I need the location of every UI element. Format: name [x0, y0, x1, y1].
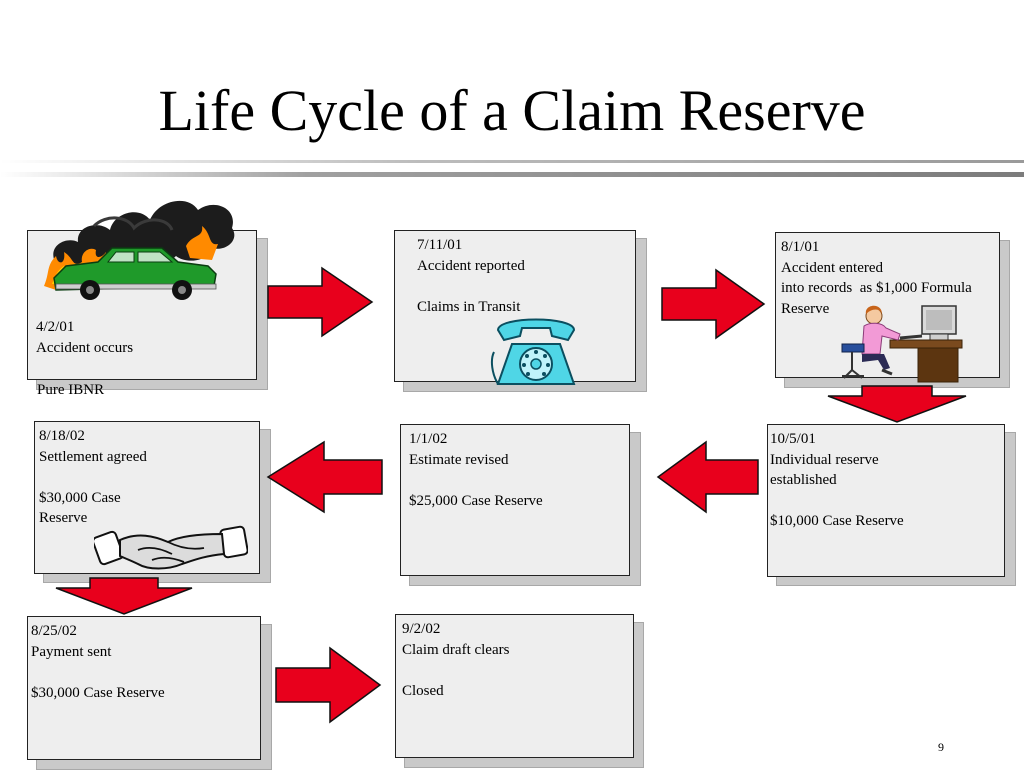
page-number: 9 — [938, 740, 944, 754]
arrow-left-icon — [266, 440, 383, 514]
step-reserve: $30,000 Case — [39, 489, 121, 506]
step-reserve: $30,000 Case Reserve — [31, 684, 165, 701]
title-rule-top — [0, 160, 1024, 163]
step-line — [417, 276, 629, 297]
step-event: Claim draft clears — [402, 641, 510, 658]
step-line — [409, 470, 623, 491]
step-event: Estimate revised — [409, 451, 509, 468]
title-rule-bottom — [0, 172, 1024, 177]
step-individual-reserve: 10/5/01 Individual reserve established $… — [767, 424, 1005, 577]
step-reserve: $25,000 Case Reserve — [409, 492, 543, 509]
step-reserve: $10,000 Case Reserve — [770, 513, 904, 529]
arrow-right-icon — [267, 266, 374, 338]
step-event: Payment sent — [31, 643, 112, 660]
step-line — [39, 467, 253, 488]
arrow-right-icon — [661, 268, 766, 340]
step-payment-sent: 8/25/02 Payment sent $30,000 Case Reserv… — [27, 616, 261, 760]
arrow-left-icon — [656, 440, 759, 514]
step-event: Accident entered — [781, 259, 884, 276]
step-date: 9/2/02 — [402, 621, 441, 637]
step-line: established — [770, 472, 837, 488]
step-event: Individual reserve — [770, 451, 879, 468]
step-line: Reserve — [781, 300, 830, 317]
office-worker-icon — [841, 305, 963, 383]
step-date: 1/1/02 — [409, 431, 448, 447]
burning-car-icon — [44, 200, 235, 300]
step-date: 8/1/01 — [781, 239, 820, 255]
handshake-icon — [94, 525, 248, 570]
arrow-down-icon — [827, 385, 967, 423]
step-line — [402, 660, 627, 681]
step-date: 10/5/01 — [770, 431, 816, 447]
step-date: 8/18/02 — [39, 428, 85, 444]
step-accident-entered: 8/1/01 Accident entered into records as … — [775, 232, 1000, 378]
step-event: Accident reported — [417, 257, 525, 274]
arrow-right-icon — [275, 646, 382, 724]
step-line: into records as $1,000 Formula — [781, 280, 972, 296]
step-line — [31, 662, 254, 683]
step-line — [770, 491, 998, 512]
step-line: Reserve — [39, 510, 88, 526]
telephone-icon — [490, 318, 576, 385]
step-date: 8/25/02 — [31, 623, 77, 639]
step-claim-draft-clears: 9/2/02 Claim draft clears Closed — [395, 614, 634, 758]
step-estimate-revised: 1/1/02 Estimate revised $25,000 Case Res… — [400, 424, 630, 576]
step-date: 7/11/01 — [417, 237, 463, 253]
step-note: Pure IBNR — [37, 382, 105, 398]
step-event: Settlement agreed — [39, 448, 147, 465]
step-event: Accident occurs — [36, 339, 134, 356]
step-date: 4/2/01 — [36, 319, 75, 335]
page-title: Life Cycle of a Claim Reserve — [158, 78, 866, 143]
step-status: Claims in Transit — [417, 298, 521, 315]
arrow-down-icon — [55, 577, 193, 615]
step-status: Closed — [402, 682, 444, 699]
